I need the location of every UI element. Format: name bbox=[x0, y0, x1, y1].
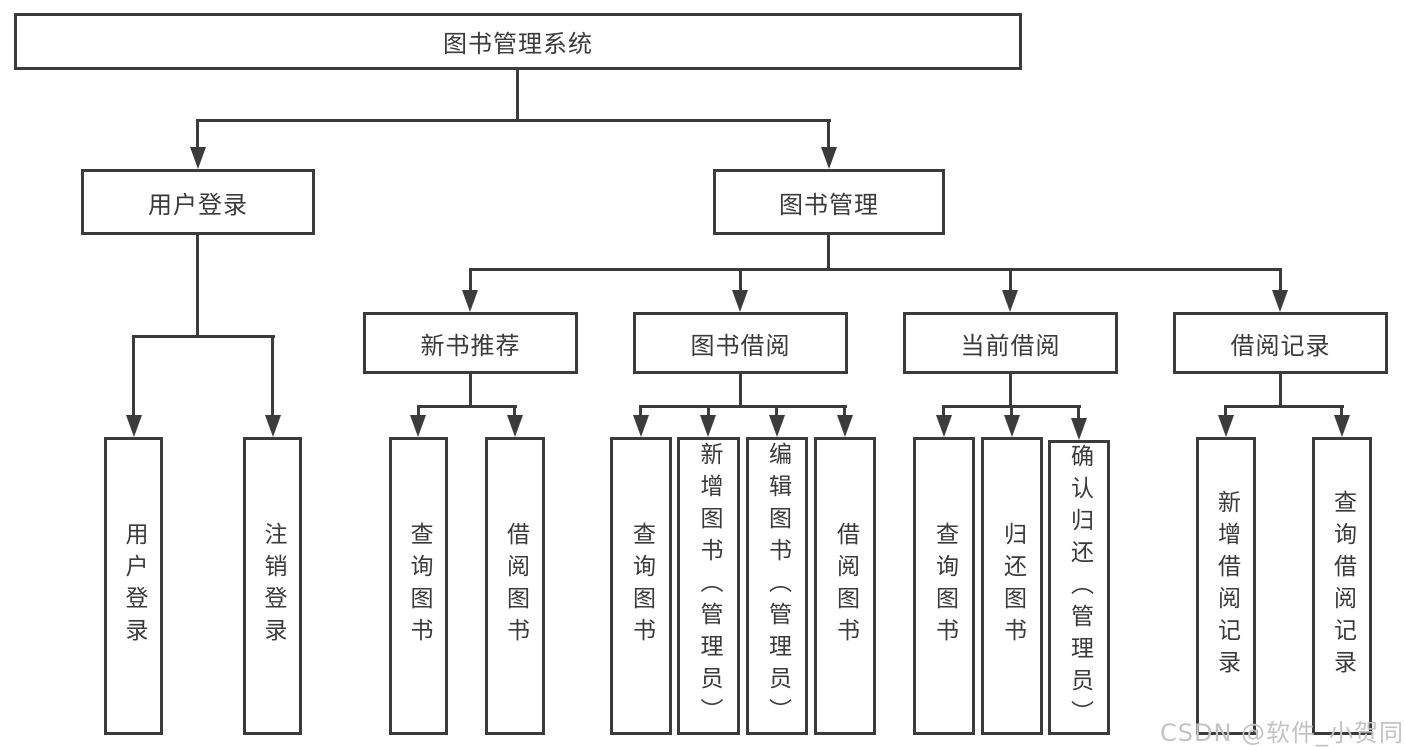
arrowhead-icon bbox=[1002, 290, 1018, 312]
csdn-watermark: CSDN @软件_小贺同学 bbox=[1160, 719, 1405, 747]
connector-line bbox=[516, 70, 519, 119]
leaf-edit-books-admin-label: 编辑图书（管理员） bbox=[764, 442, 791, 730]
leaf-query-books-borrowing: 查询图书 bbox=[610, 437, 672, 735]
leaf-logout-login: 注销登录 bbox=[243, 437, 302, 735]
arrowhead-icon bbox=[126, 415, 142, 437]
connector-line bbox=[196, 235, 199, 335]
leaf-borrow-books-borrowing-label: 借阅图书 bbox=[832, 522, 859, 650]
connector-line bbox=[827, 119, 830, 147]
arrowhead-icon bbox=[769, 415, 785, 437]
connector-line bbox=[271, 335, 274, 415]
arrowhead-icon bbox=[732, 290, 748, 312]
connector-line bbox=[1279, 268, 1282, 290]
arrowhead-icon bbox=[936, 415, 952, 437]
node-user-login-label: 用户登录 bbox=[148, 190, 248, 219]
leaf-confirm-return-admin-label: 确认归还（管理员） bbox=[1066, 443, 1093, 732]
connector-line bbox=[197, 119, 831, 122]
connector-line bbox=[843, 405, 846, 415]
node-book-borrowing-label: 图书借阅 bbox=[690, 331, 791, 360]
node-book-management-label: 图书管理 bbox=[779, 190, 879, 219]
leaf-user-login-label: 用户登录 bbox=[121, 522, 147, 650]
connector-line bbox=[417, 405, 517, 408]
connector-line bbox=[196, 119, 199, 147]
arrowhead-icon bbox=[1218, 415, 1234, 437]
connector-line bbox=[707, 405, 710, 415]
leaf-confirm-return-admin: 确认归还（管理员） bbox=[1048, 440, 1110, 735]
leaf-add-books-admin-label: 新增图书（管理员） bbox=[696, 442, 722, 730]
connector-line bbox=[417, 405, 420, 415]
node-new-book-recommend-label: 新书推荐 bbox=[420, 331, 521, 360]
node-borrow-records-label: 借阅记录 bbox=[1230, 331, 1331, 360]
leaf-return-books-label: 归还图书 bbox=[999, 522, 1026, 650]
node-library-system: 图书管理系统 bbox=[14, 13, 1022, 70]
arrowhead-icon bbox=[462, 290, 478, 312]
leaf-add-borrow-record: 新增借阅记录 bbox=[1196, 437, 1256, 735]
leaf-add-books-admin: 新增图书（管理员） bbox=[677, 437, 740, 735]
leaf-add-borrow-record-label: 新增借阅记录 bbox=[1213, 490, 1240, 682]
arrowhead-icon bbox=[1004, 415, 1020, 437]
arrowhead-icon bbox=[265, 415, 281, 437]
leaf-return-books: 归还图书 bbox=[981, 437, 1043, 735]
connector-line bbox=[1279, 374, 1282, 405]
arrowhead-icon bbox=[507, 415, 523, 437]
connector-line bbox=[469, 268, 472, 290]
connector-line bbox=[132, 335, 135, 415]
leaf-borrow-books-recommend-label: 借阅图书 bbox=[502, 522, 529, 650]
arrowhead-icon bbox=[1334, 415, 1350, 437]
leaf-query-borrow-record: 查询借阅记录 bbox=[1312, 437, 1372, 735]
node-borrow-records: 借阅记录 bbox=[1173, 312, 1388, 374]
node-book-borrowing: 图书借阅 bbox=[633, 312, 848, 374]
node-book-management: 图书管理 bbox=[713, 169, 945, 235]
arrowhead-icon bbox=[700, 415, 716, 437]
arrowhead-icon bbox=[821, 147, 837, 169]
connector-line bbox=[739, 374, 742, 405]
connector-line bbox=[513, 405, 516, 415]
leaf-query-books-current-label: 查询图书 bbox=[931, 522, 958, 650]
connector-line bbox=[739, 268, 742, 290]
connector-line bbox=[639, 405, 847, 408]
node-current-borrowing: 当前借阅 bbox=[903, 312, 1118, 374]
arrowhead-icon bbox=[1071, 418, 1087, 440]
connector-line bbox=[942, 405, 945, 415]
node-library-system-label: 图书管理系统 bbox=[443, 30, 593, 58]
leaf-query-borrow-record-label: 查询借阅记录 bbox=[1329, 490, 1356, 682]
connector-line bbox=[469, 374, 472, 405]
arrowhead-icon bbox=[837, 415, 853, 437]
arrowhead-icon bbox=[190, 147, 206, 169]
connector-line bbox=[469, 268, 1282, 271]
node-new-book-recommend: 新书推荐 bbox=[363, 312, 578, 374]
connector-line bbox=[1340, 405, 1343, 415]
connector-line bbox=[132, 335, 275, 338]
connector-line bbox=[1010, 405, 1013, 415]
connector-line bbox=[1077, 405, 1080, 418]
connector-line bbox=[1224, 405, 1344, 408]
leaf-query-books-borrowing-label: 查询图书 bbox=[628, 522, 655, 650]
connector-line bbox=[639, 405, 642, 415]
connector-line bbox=[1009, 268, 1012, 290]
leaf-query-books-recommend-label: 查询图书 bbox=[406, 522, 432, 650]
connector-line bbox=[827, 235, 830, 268]
leaf-borrow-books-recommend: 借阅图书 bbox=[485, 437, 545, 735]
arrowhead-icon bbox=[1272, 290, 1288, 312]
connector-line bbox=[1224, 405, 1227, 415]
node-user-login: 用户登录 bbox=[81, 169, 315, 235]
leaf-query-books-recommend: 查询图书 bbox=[389, 437, 448, 735]
leaf-user-login: 用户登录 bbox=[104, 437, 163, 735]
leaf-logout-login-label: 注销登录 bbox=[260, 522, 286, 650]
node-current-borrowing-label: 当前借阅 bbox=[960, 331, 1061, 360]
leaf-borrow-books-borrowing: 借阅图书 bbox=[814, 437, 876, 735]
leaf-query-books-current: 查询图书 bbox=[913, 437, 975, 735]
leaf-edit-books-admin: 编辑图书（管理员） bbox=[746, 437, 808, 735]
connector-line bbox=[1009, 374, 1012, 405]
arrowhead-icon bbox=[633, 415, 649, 437]
arrowhead-icon bbox=[410, 415, 426, 437]
connector-line bbox=[775, 405, 778, 415]
